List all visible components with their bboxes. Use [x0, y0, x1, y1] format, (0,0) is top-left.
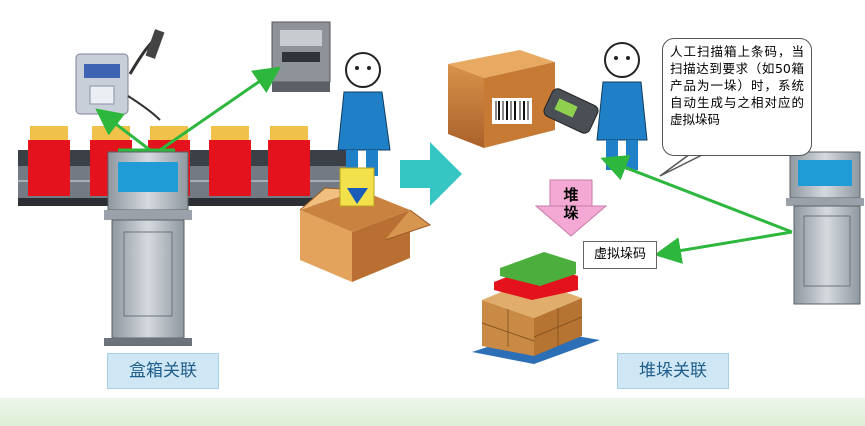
callout-bubble: 人工扫描箱上条码，当扫描达到要求（如50箱产品为一垛）时，系统自动生成与之相对应…: [662, 38, 812, 156]
inkjet-printer-icon: [75, 29, 165, 121]
terminal-kiosk-icon: [104, 151, 192, 346]
stack-arrow: [534, 179, 608, 237]
product-box: [268, 126, 310, 196]
product-box: [209, 126, 251, 196]
terminal-kiosk-icon: [786, 151, 864, 305]
virtual-code-label: 虚拟垛码: [583, 241, 657, 269]
barcode-icon: [322, 357, 374, 397]
left-caption: 盒箱关联: [107, 353, 219, 389]
stack-arrow-label: 堆 垛: [563, 186, 579, 222]
association-arrows-right: [600, 154, 793, 264]
open-box-icon: [299, 167, 432, 397]
product-box: [28, 126, 70, 196]
worker-icon: [596, 42, 648, 170]
association-arrows-left: [95, 66, 281, 152]
transfer-arrow: [400, 142, 462, 206]
pallet-stack-icon: [472, 252, 600, 364]
label-printer-icon: [271, 21, 331, 92]
right-caption: 堆垛关联: [617, 353, 729, 389]
bottom-band: [0, 398, 865, 426]
callout-tail: [659, 153, 705, 177]
barcode-scanner-icon: [543, 88, 599, 134]
carton-icon: [448, 50, 555, 148]
